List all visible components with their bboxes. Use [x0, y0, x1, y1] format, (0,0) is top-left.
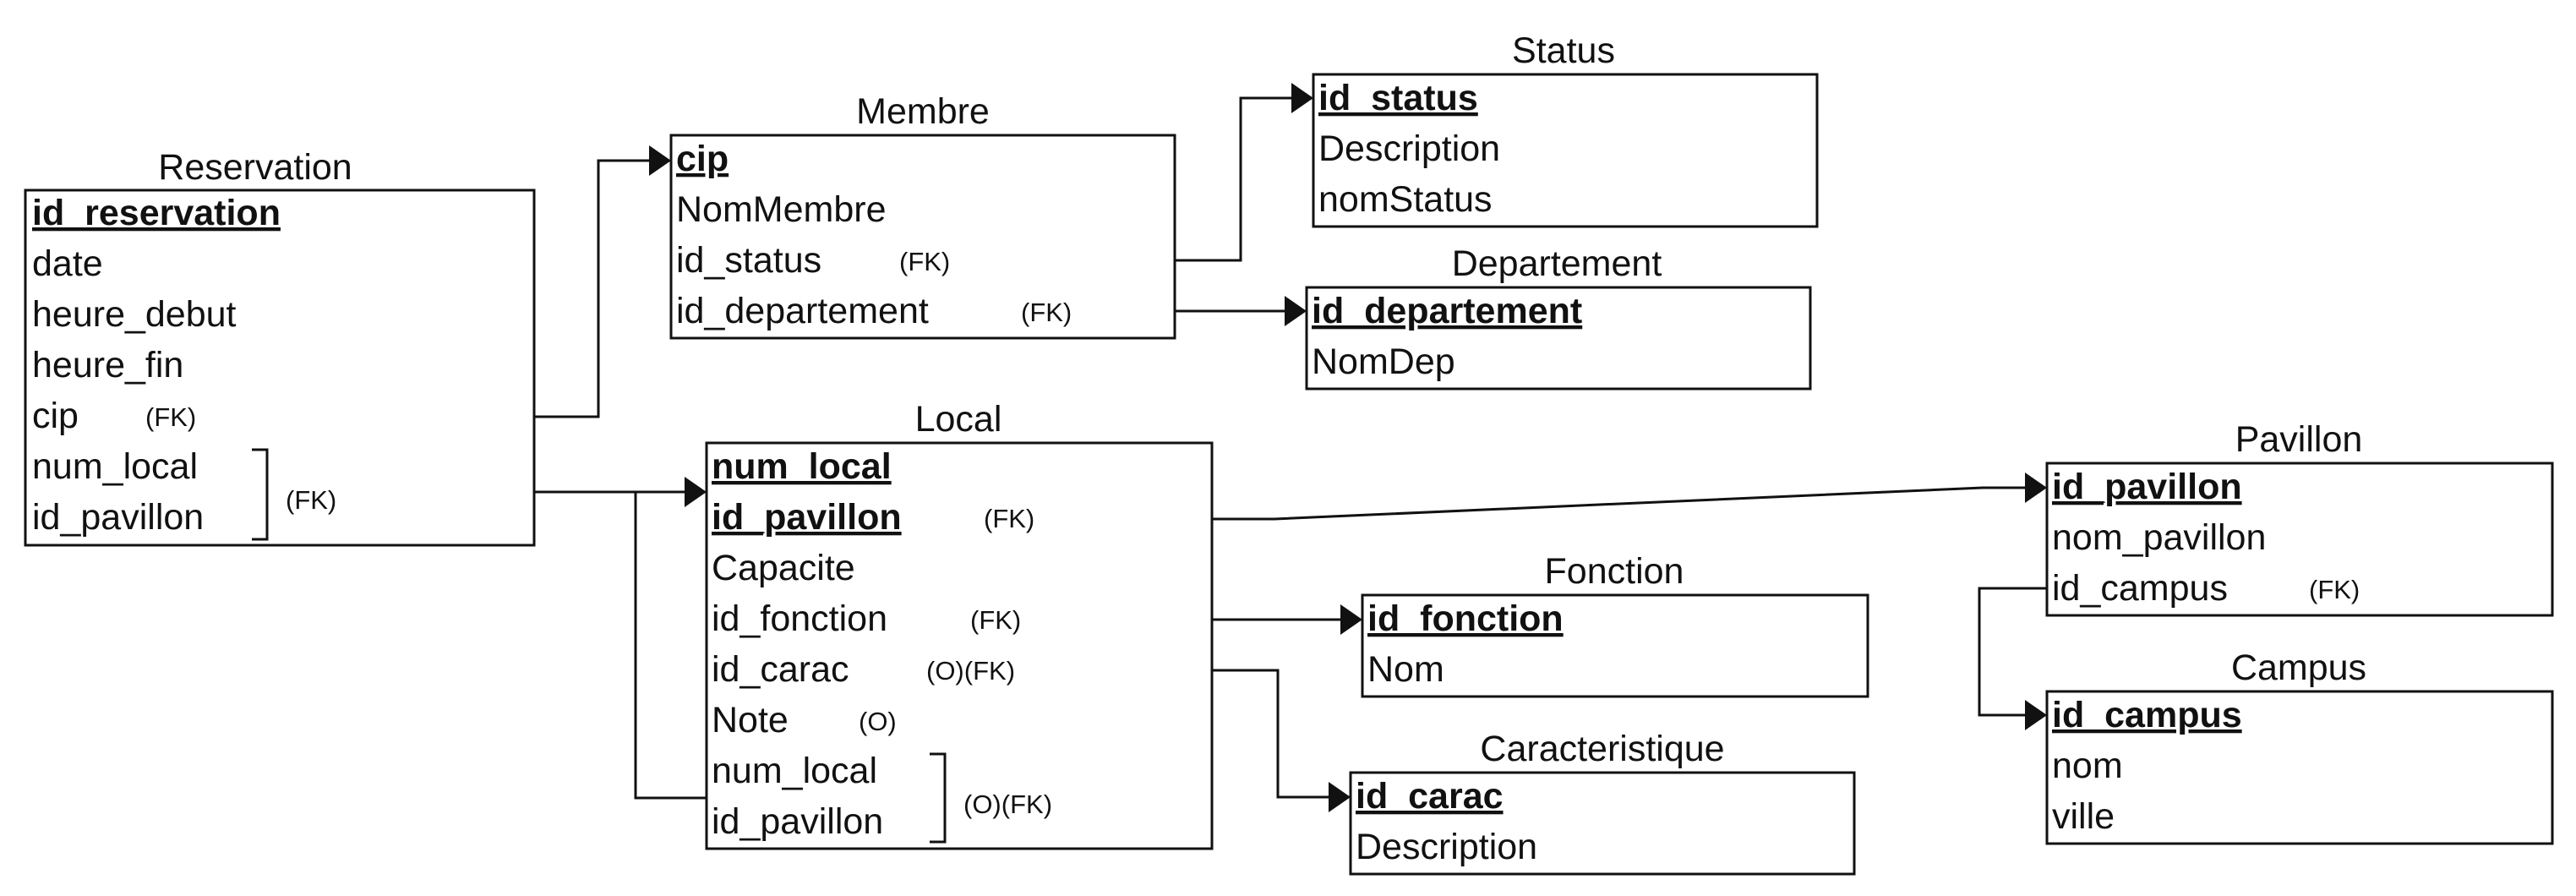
field-pk: id_status: [1318, 78, 1478, 118]
field: ville: [2052, 796, 2115, 837]
arrow-to-status: [1291, 83, 1313, 113]
entity-membre: Membre cip NomMembre id_status (FK) id_d…: [669, 91, 1176, 340]
composite-key-bracket: [252, 448, 269, 541]
field-pk: id_fonction: [1367, 598, 1564, 639]
field-tag: (FK): [145, 402, 196, 432]
reservation-membre-link: [534, 159, 649, 418]
entity-title-local: Local: [915, 399, 1002, 440]
entity-departement: Departement id_departement NomDep: [1305, 243, 1812, 391]
field-pk: num_local: [712, 446, 892, 487]
entity-box-caracteristique: [1349, 771, 1856, 876]
field-tag: (FK): [286, 485, 336, 515]
field: Note: [712, 700, 789, 740]
field: Nom: [1367, 649, 1444, 690]
field: id_fonction: [712, 598, 887, 639]
entity-title-fonction: Fonction: [1545, 551, 1684, 592]
entity-title-departement: Departement: [1452, 243, 1662, 284]
local-caracteristique-link: [1212, 669, 1329, 799]
field-tag: (FK): [899, 247, 950, 276]
entity-title-pavillon: Pavillon: [2235, 419, 2363, 460]
entity-status: Status id_status Description nomStatus: [1312, 30, 1819, 228]
field: id_status: [676, 240, 821, 281]
pavillon-campus-link: [1978, 587, 2047, 717]
arrow-to-local: [685, 477, 707, 507]
field-pk: id_reservation: [32, 193, 281, 233]
field: nom: [2052, 746, 2123, 786]
field: id_pavillon: [712, 801, 883, 842]
local-pavillon-link: [1212, 486, 2025, 521]
field: Description: [1356, 827, 1537, 867]
entity-caracteristique: Caracteristique id_carac Description: [1349, 729, 1856, 876]
entity-title-caracteristique: Caracteristique: [1480, 729, 1724, 769]
field: id_carac: [712, 649, 849, 690]
arrow-to-fonction: [1340, 604, 1362, 635]
field: nomStatus: [1318, 179, 1493, 220]
entity-box-membre: [669, 134, 1176, 340]
field: num_local: [32, 446, 198, 487]
entity-box-campus: [2045, 690, 2554, 845]
entity-title-campus: Campus: [2231, 647, 2366, 688]
field-tag: (O): [859, 707, 897, 736]
field-pk: id_carac: [1356, 776, 1504, 817]
entity-box-status: [1312, 73, 1819, 228]
field: NomMembre: [676, 189, 887, 230]
entity-local: Local num_local id_pavillon (FK) Capacit…: [705, 399, 1214, 850]
entity-title-reservation: Reservation: [158, 147, 352, 188]
field-tag: (FK): [970, 605, 1021, 635]
entity-reservation: Reservation id_reservation date heure_de…: [24, 147, 536, 547]
field-pk: id_pavillon: [2052, 467, 2242, 507]
arrow-to-departement: [1285, 296, 1307, 326]
field: cip: [32, 396, 79, 436]
field-pk: id_campus: [2052, 695, 2242, 735]
field-tag: (FK): [1021, 298, 1072, 327]
entity-box-local: [705, 441, 1214, 850]
entity-title-membre: Membre: [856, 91, 990, 132]
field: id_pavillon: [32, 497, 204, 538]
arrow-to-pavillon: [2025, 473, 2047, 503]
entity-box-departement: [1305, 286, 1812, 391]
relationship-lines: [534, 83, 2047, 812]
entity-box-reservation: [24, 188, 536, 547]
field: id_departement: [676, 291, 929, 331]
arrow-to-caracteristique: [1329, 782, 1351, 812]
entity-box-fonction: [1361, 593, 1869, 698]
field: heure_debut: [32, 294, 237, 335]
field: num_local: [712, 751, 877, 791]
membre-status-link: [1175, 96, 1291, 262]
arrow-to-membre: [649, 145, 671, 176]
entity-box-pavillon: [2045, 462, 2554, 617]
field: Description: [1318, 128, 1500, 169]
field-tag: (O)(FK): [963, 789, 1052, 819]
field-pk: id_departement: [1312, 291, 1582, 331]
field: id_campus: [2052, 568, 2228, 609]
field-pk: id_pavillon: [712, 497, 902, 538]
field-tag: (O)(FK): [926, 656, 1015, 686]
entity-title-status: Status: [1512, 30, 1615, 71]
field: heure_fin: [32, 345, 183, 385]
field-tag: (FK): [2309, 575, 2360, 604]
field-tag: (FK): [984, 504, 1034, 533]
field-pk: cip: [676, 139, 729, 179]
entity-fonction: Fonction id_fonction Nom: [1361, 551, 1869, 698]
entity-campus: Campus id_campus nom ville: [2045, 647, 2554, 845]
field: Capacite: [712, 548, 855, 588]
field: nom_pavillon: [2052, 517, 2266, 558]
entity-pavillon: Pavillon id_pavillon nom_pavillon id_cam…: [2045, 419, 2554, 617]
local-self-link: [634, 492, 707, 800]
arrow-to-campus: [2025, 700, 2047, 730]
field: date: [32, 243, 103, 284]
field: NomDep: [1312, 341, 1455, 382]
composite-key-bracket: [930, 752, 947, 844]
